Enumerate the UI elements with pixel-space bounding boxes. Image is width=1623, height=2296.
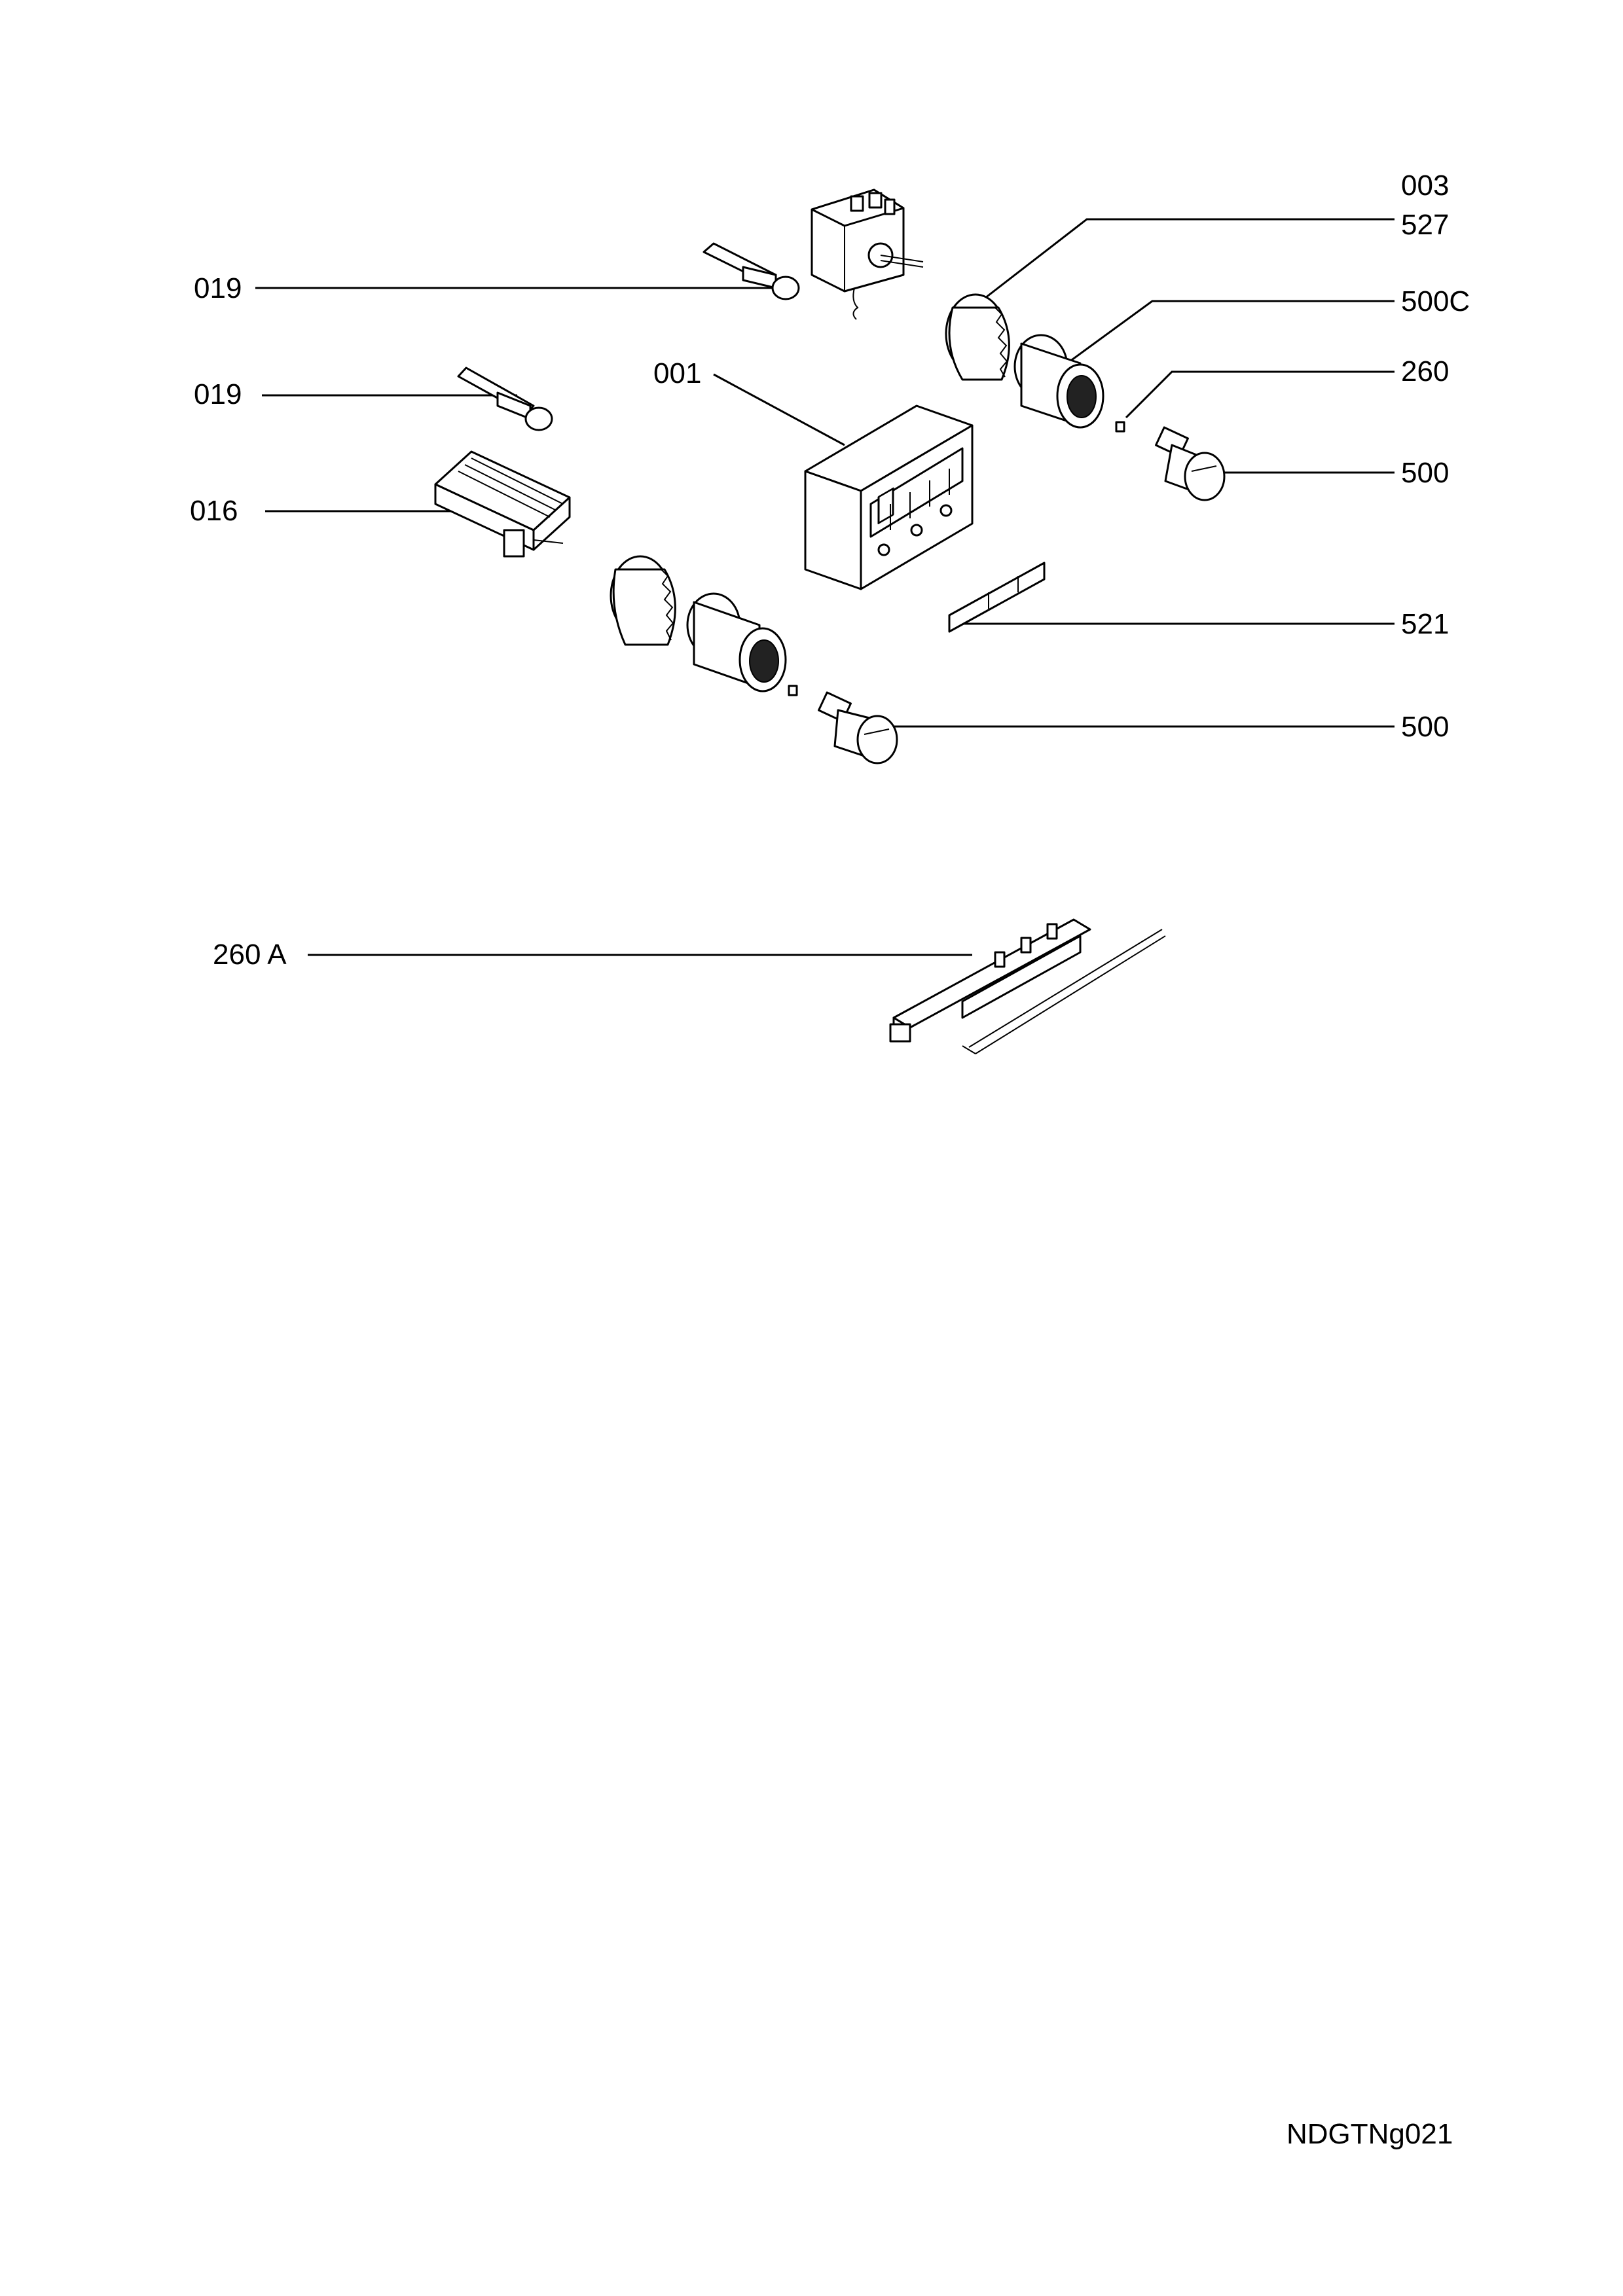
lamp-holder-upper-part bbox=[702, 242, 800, 300]
label-500c: 500C bbox=[1401, 285, 1470, 317]
label-527: 527 bbox=[1401, 209, 1449, 241]
label-260: 260 bbox=[1401, 355, 1449, 387]
label-260a: 260 A bbox=[213, 939, 287, 971]
knob-upper-part bbox=[1155, 426, 1226, 501]
label-019-lower: 019 bbox=[194, 378, 242, 410]
leader-500c bbox=[1067, 300, 1395, 365]
knob-lower-part bbox=[818, 691, 898, 764]
timer-unit-part bbox=[804, 404, 974, 590]
label-019-upper: 019 bbox=[194, 272, 242, 304]
bracket-part bbox=[889, 918, 1166, 1054]
label-500-lower: 500 bbox=[1401, 711, 1449, 743]
label-500-upper: 500 bbox=[1401, 457, 1449, 489]
leader-003-527 bbox=[985, 218, 1395, 299]
gear-ring-upper-part bbox=[945, 293, 1010, 381]
label-strip-part bbox=[948, 562, 1046, 633]
selector-switch-part bbox=[434, 450, 571, 558]
leader-260 bbox=[1125, 370, 1395, 419]
knob-bezel-upper-part bbox=[1013, 334, 1104, 429]
gear-ring-lower-part bbox=[610, 555, 676, 646]
label-016: 016 bbox=[190, 495, 238, 527]
spring-clip-upper-part bbox=[1115, 421, 1125, 433]
knob-bezel-lower-part bbox=[686, 592, 787, 692]
label-521: 521 bbox=[1401, 608, 1449, 640]
spring-clip-lower-part bbox=[788, 685, 798, 696]
leader-001 bbox=[713, 373, 845, 446]
lamp-holder-lower-part bbox=[457, 367, 553, 431]
label-001: 001 bbox=[653, 357, 701, 389]
reference-code: NDGTNg021 bbox=[1286, 2118, 1453, 2150]
label-003: 003 bbox=[1401, 170, 1449, 202]
leader-lines bbox=[255, 218, 1395, 956]
thermostat-part bbox=[811, 188, 924, 320]
